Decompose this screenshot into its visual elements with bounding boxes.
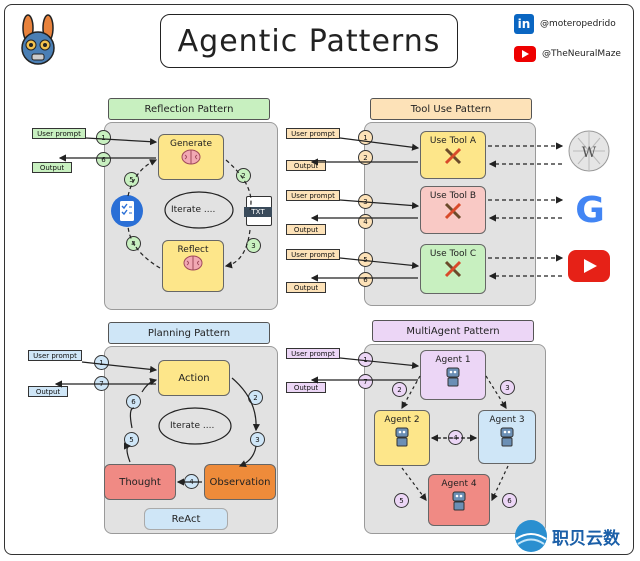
tool-b-output: Output: [286, 224, 326, 235]
brain-icon: [181, 149, 201, 165]
tool-b-label: Use Tool B: [429, 191, 477, 201]
planning-step-6: 6: [126, 394, 141, 409]
brain-icon: [183, 255, 203, 271]
txt-file-icon: TXT: [244, 196, 272, 226]
reflection-step-6: 6: [96, 152, 111, 167]
page-title: Agentic Patterns: [177, 23, 441, 59]
multiagent-step-6: 6: [502, 493, 517, 508]
canvas-frame: [4, 4, 634, 555]
tool-b-node: Use Tool B: [420, 186, 486, 234]
agent-2-label: Agent 2: [384, 415, 420, 425]
linkedin-icon: in: [514, 14, 534, 34]
tool-use-title: Tool Use Pattern: [370, 98, 532, 120]
planning-step-3: 3: [250, 432, 265, 447]
agent-3-label: Agent 3: [489, 415, 525, 425]
tool-step-6: 6: [358, 272, 373, 287]
title-box: Agentic Patterns: [160, 14, 458, 68]
reflection-user-prompt: User prompt: [32, 128, 86, 139]
robot-icon: [446, 367, 460, 387]
multiagent-step-3: 3: [500, 380, 515, 395]
wrench-screwdriver-icon: [444, 202, 462, 220]
agent-4-label: Agent 4: [441, 479, 477, 489]
reflection-iterate-label: Iterate ....: [171, 205, 216, 215]
rabbit-mascot-icon: [21, 14, 55, 65]
brand-watermark: 职贝云数: [514, 519, 620, 553]
wikipedia-icon: W: [568, 130, 610, 172]
reflect-node: Reflect: [162, 240, 224, 292]
reflection-step-2: 2: [236, 168, 251, 183]
tool-a-node: Use Tool A: [420, 131, 486, 179]
planning-output: Output: [28, 386, 68, 397]
agent-4-node: Agent 4: [428, 474, 490, 526]
svg-text:W: W: [582, 145, 597, 161]
youtube-credit: @TheNeuralMaze: [514, 46, 621, 62]
agent-1-label: Agent 1: [435, 355, 471, 365]
multiagent-title: MultiAgent Pattern: [372, 320, 534, 342]
action-node: Action: [158, 360, 230, 396]
observation-label: Observation: [209, 476, 271, 488]
action-label: Action: [178, 372, 210, 384]
multiagent-step-2: 2: [392, 382, 407, 397]
multiagent-output: Output: [286, 382, 326, 393]
planning-iterate-label: Iterate ....: [170, 421, 215, 431]
tool-c-label: Use Tool C: [429, 249, 477, 259]
agent-1-node: Agent 1: [420, 350, 486, 400]
multiagent-step-5: 5: [394, 493, 409, 508]
tool-a-output: Output: [286, 160, 326, 171]
planning-step-1: 1: [94, 355, 109, 370]
reflection-output: Output: [32, 162, 72, 173]
robot-icon: [500, 427, 514, 447]
react-label: ReAct: [171, 513, 201, 525]
robot-icon: [395, 427, 409, 447]
planning-user-prompt: User prompt: [28, 350, 82, 361]
planning-title: Planning Pattern: [108, 322, 270, 344]
checklist-icon: [111, 195, 143, 227]
tool-step-2: 2: [358, 150, 373, 165]
multiagent-user-prompt: User prompt: [286, 348, 340, 359]
tool-b-user-prompt: User prompt: [286, 190, 340, 201]
reflect-label: Reflect: [177, 245, 209, 255]
reflection-title: Reflection Pattern: [108, 98, 270, 120]
thought-label: Thought: [119, 476, 161, 488]
react-label-box: ReAct: [144, 508, 228, 530]
youtube-handle: @TheNeuralMaze: [542, 49, 621, 59]
linkedin-credit: in @moteropedrido: [514, 14, 616, 34]
observation-node: Observation: [204, 464, 276, 500]
google-icon: G: [575, 189, 605, 231]
tool-a-user-prompt: User prompt: [286, 128, 340, 139]
wrench-screwdriver-icon: [444, 260, 462, 278]
youtube-tool-icon: [568, 250, 610, 282]
linkedin-handle: @moteropedrido: [540, 19, 616, 29]
tool-c-output: Output: [286, 282, 326, 293]
youtube-icon: [514, 46, 536, 62]
txt-badge: TXT: [244, 207, 272, 217]
wrench-screwdriver-icon: [444, 147, 462, 165]
agent-2-node: Agent 2: [374, 410, 430, 466]
tool-c-user-prompt: User prompt: [286, 249, 340, 260]
linkedin-icon-text: in: [517, 17, 531, 31]
reflection-step-1: 1: [96, 130, 111, 145]
tool-c-node: Use Tool C: [420, 244, 486, 294]
thought-node: Thought: [104, 464, 176, 500]
generate-node: Generate: [158, 134, 224, 180]
multiagent-step-7: 7: [358, 374, 373, 389]
generate-label: Generate: [169, 139, 213, 149]
tool-a-label: Use Tool A: [429, 136, 477, 146]
agent-3-node: Agent 3: [478, 410, 536, 464]
brand-text: 职贝云数: [552, 528, 620, 549]
robot-icon: [452, 491, 466, 511]
globe-logo-icon: [515, 520, 547, 552]
